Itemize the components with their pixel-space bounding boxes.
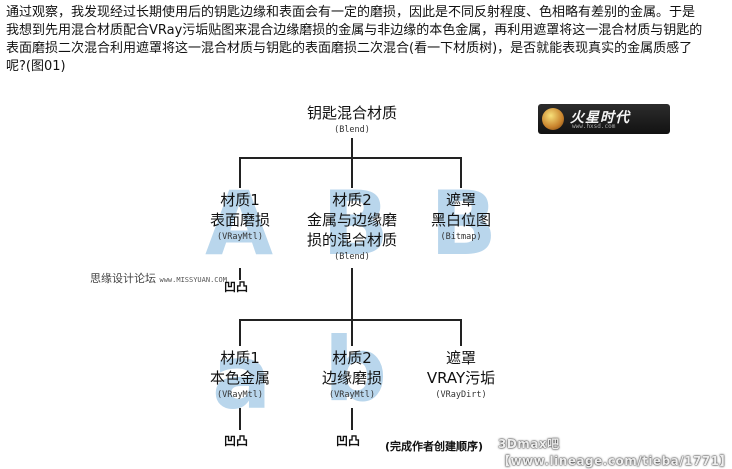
node-2a-line2: 本色金属 [209, 369, 270, 387]
watermark-site-url: www.MISSYUAN.COM [159, 276, 227, 284]
level1-node-c: 遮罩 黑白位图 (Bitmap) [411, 190, 511, 244]
logo-url: www.hxsd.com [572, 123, 616, 130]
bg-letter-A: A [205, 172, 274, 275]
node-b-line1: 材质2 [332, 191, 372, 209]
bg-letter-B2: B [430, 172, 498, 275]
missyuan-watermark: 思缘设计论坛 www.MISSYUAN.COM [90, 270, 227, 286]
leaf-bump-2a: 凹凸 [224, 434, 249, 448]
tree-root-node: 钥匙混合材质 (Blend) [272, 103, 432, 137]
footer-watermark: 3Dmax吧 【www.lineage.com/tieba/1771】 [498, 437, 732, 468]
level1-node-a: 材质1 表面磨损 (VRayMtl) [185, 190, 295, 244]
watermark-site-cn: 思缘设计论坛 [90, 272, 156, 285]
tree-connectors [239, 138, 462, 430]
node-2c-line1: 遮罩 [445, 349, 476, 367]
node-c-sub: (Bitmap) [440, 232, 482, 242]
bg-letter-a: a [212, 326, 272, 429]
hxsd-logo: 火星时代 www.hxsd.com [538, 104, 670, 134]
level2-node-c: 遮罩 VRAY污垢 (VRayDirt) [411, 348, 511, 402]
level2-node-a: 材质1 本色金属 (VRayMtl) [185, 348, 295, 402]
node-2a-sub: (VRayMtl) [216, 390, 264, 400]
node-2b-line2: 边缘磨损 [321, 369, 382, 387]
node-a-sub: (VRayMtl) [216, 232, 264, 242]
node-2c-sub: (VRayDirt) [435, 390, 487, 400]
bg-letter-B1: B [322, 172, 390, 275]
node-2b-line1: 材质2 [332, 349, 372, 367]
node-c-line2: 黑白位图 [430, 211, 491, 229]
node-c-line1: 遮罩 [445, 191, 476, 209]
node-b-line3: 损的混合材质 [306, 231, 397, 249]
node-2a-line1: 材质1 [220, 349, 260, 367]
tree-caption: (完成作者创建顺序) [385, 440, 484, 453]
leaf-bump-a: 凹凸 [224, 280, 249, 294]
node-2b-sub: (VRayMtl) [328, 390, 376, 400]
root-sub: (Blend) [334, 125, 370, 135]
node-2c-line2: VRAY污垢 [426, 369, 496, 387]
node-a-line1: 材质1 [220, 191, 260, 209]
intro-paragraph: 通过观察，我发现经过长期使用后的钥匙边缘和表面会有一定的磨损，因此是不同反射程度… [6, 5, 703, 74]
node-a-line2: 表面磨损 [209, 211, 270, 229]
bg-letter-b: b [324, 318, 387, 421]
node-b-sub: (Blend) [334, 252, 370, 262]
root-title: 钥匙混合材质 [306, 104, 397, 122]
leaf-bump-2b: 凹凸 [336, 434, 361, 448]
node-b-line2: 金属与边缘磨 [306, 211, 397, 229]
level2-node-b: 材质2 边缘磨损 (VRayMtl) [297, 348, 407, 402]
logo-mark-icon [542, 108, 564, 130]
logo-text: 火星时代 [570, 110, 630, 126]
level1-node-b: 材质2 金属与边缘磨 损的混合材质 (Blend) [290, 190, 414, 264]
